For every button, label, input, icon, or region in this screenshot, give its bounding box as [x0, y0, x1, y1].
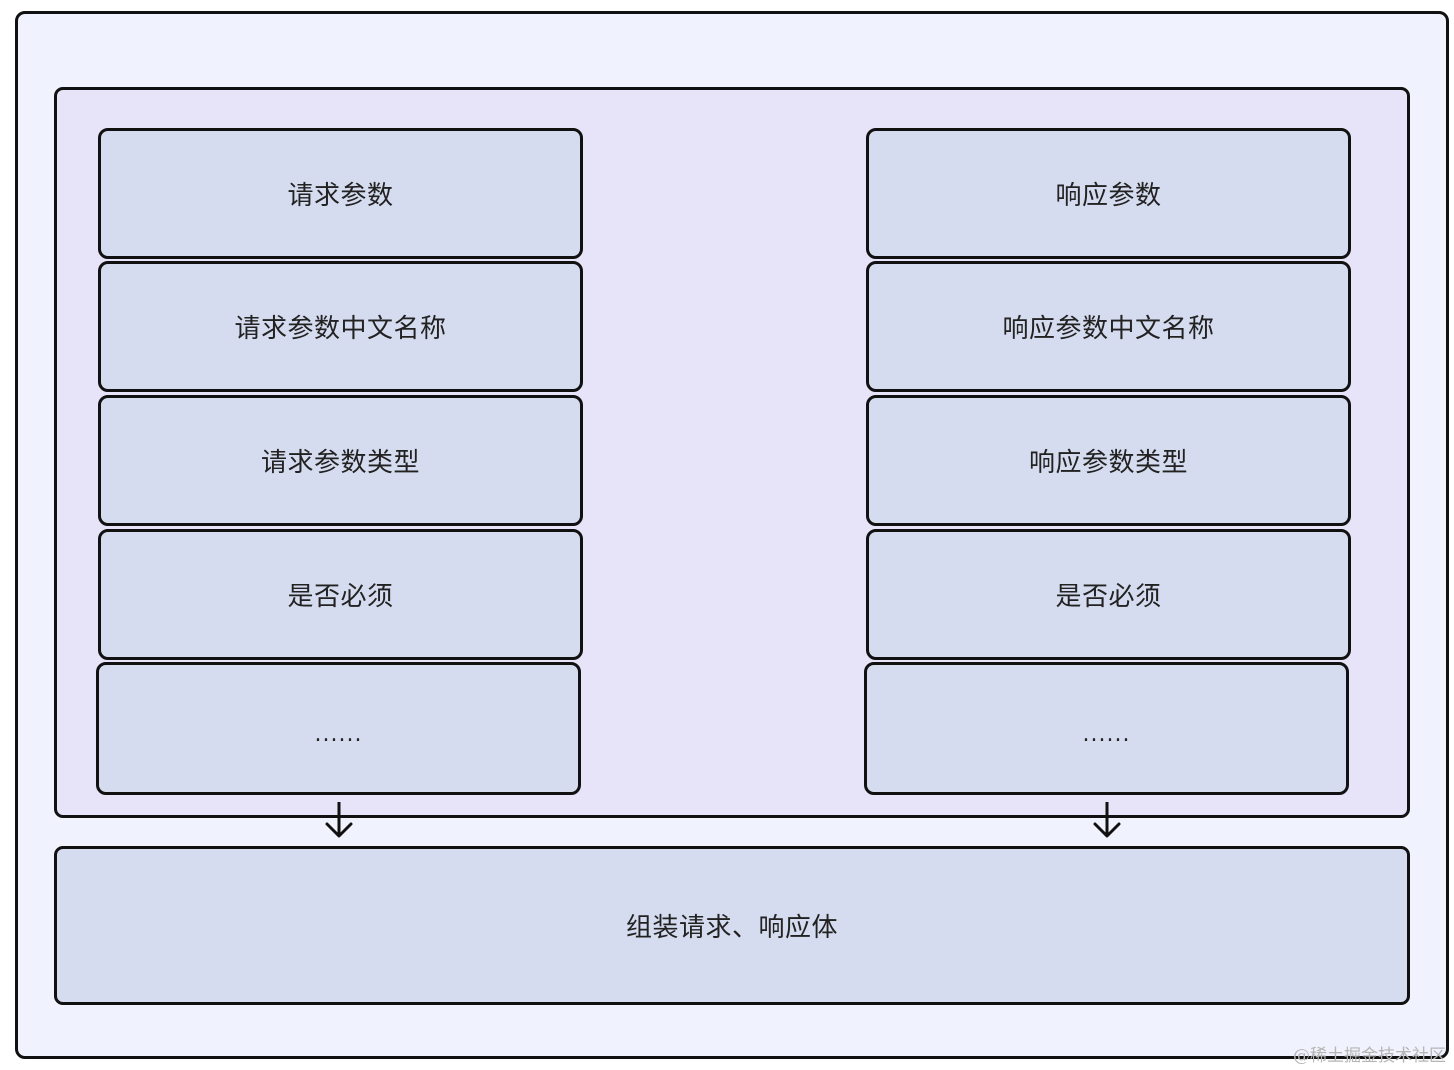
request-more-box: ...... [96, 662, 581, 795]
request-param-box: 请求参数 [98, 128, 583, 259]
watermark: @稀土掘金技术社区 [1293, 1046, 1446, 1066]
response-param-type-box: 响应参数类型 [866, 395, 1351, 526]
request-param-type-box: 请求参数类型 [98, 395, 583, 526]
response-param-chinese-name-box: 响应参数中文名称 [866, 261, 1351, 392]
assemble-request-response-box: 组装请求、响应体 [54, 846, 1410, 1005]
request-param-chinese-name-box: 请求参数中文名称 [98, 261, 583, 392]
right-down-arrow-icon [1093, 802, 1121, 838]
left-down-arrow-icon [325, 802, 353, 838]
response-required-box: 是否必须 [866, 529, 1351, 660]
request-required-box: 是否必须 [98, 529, 583, 660]
response-param-box: 响应参数 [866, 128, 1351, 259]
response-more-box: ...... [864, 662, 1349, 795]
